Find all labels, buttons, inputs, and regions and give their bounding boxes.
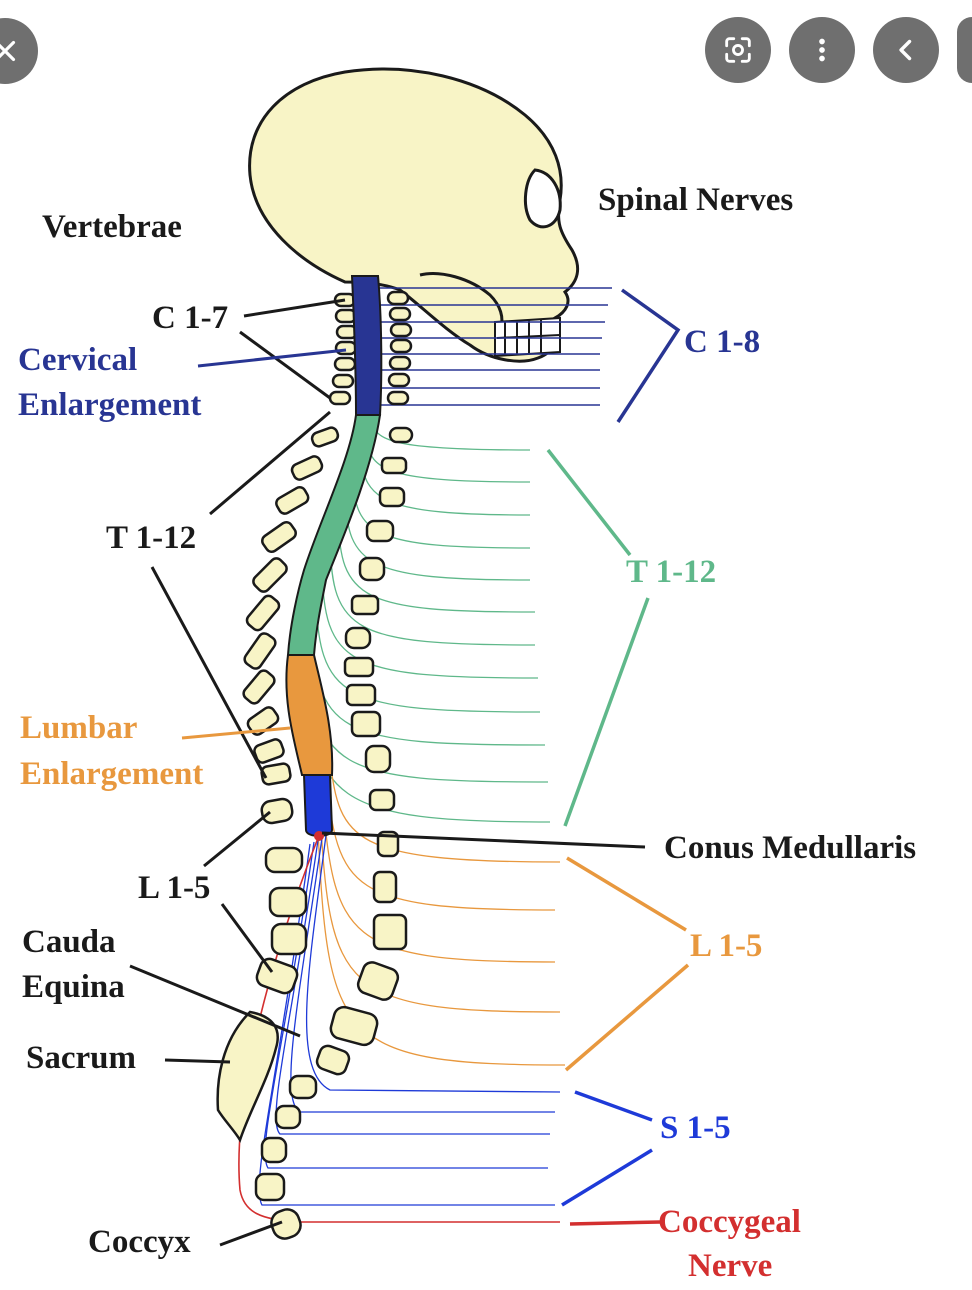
coccyx-bone <box>270 1208 302 1240</box>
chevron-left-icon <box>899 39 912 61</box>
coccygeal-nerve-line1: Coccygeal <box>658 1204 801 1240</box>
cord-cervical <box>350 275 383 416</box>
conus-medullaris-label: Conus Medullaris <box>664 830 917 866</box>
lens-icon <box>725 37 751 63</box>
lumbar-enlargement-line2: Enlargement <box>20 756 204 792</box>
sacrum <box>216 1010 279 1143</box>
lumbar-enlargement-line1: Lumbar <box>20 710 138 746</box>
t112-right-label: T 1-12 <box>626 554 717 590</box>
cervical-enlargement-line1: Cervical <box>18 342 138 378</box>
coccyx-label: Coccyx <box>88 1224 191 1260</box>
vertebrae-column <box>216 290 414 1240</box>
sacrum-label: Sacrum <box>26 1040 136 1076</box>
c18-label: C 1-8 <box>684 324 761 360</box>
cauda-equina-line2: Equina <box>22 969 125 1005</box>
spinal-nerves-heading: Spinal Nerves <box>598 182 794 218</box>
cord-lumbar <box>285 654 334 776</box>
right-brackets <box>546 288 690 1226</box>
cauda-equina-line1: Cauda <box>22 924 116 960</box>
vertebrae-heading: Vertebrae <box>42 209 182 245</box>
l15-left-label: L 1-5 <box>138 870 211 906</box>
conus-tip <box>314 831 324 841</box>
skull <box>248 67 580 363</box>
spinal-cord <box>285 275 383 841</box>
t112-left-label: T 1-12 <box>106 520 197 556</box>
left-pointers <box>129 298 646 1247</box>
coccygeal-nerve-line2: Nerve <box>688 1248 773 1284</box>
cervical-enlargement-line2: Enlargement <box>18 387 202 423</box>
cord-conus <box>302 774 334 837</box>
close-icon <box>0 40 16 62</box>
lens-button[interactable] <box>705 17 771 83</box>
s15-label: S 1-5 <box>660 1110 731 1146</box>
edge-button[interactable] <box>957 17 972 83</box>
more-vert-icon <box>819 38 825 62</box>
cervical-nerves <box>378 287 612 406</box>
c17-label: C 1-7 <box>152 300 229 336</box>
l15-right-label: L 1-5 <box>690 928 763 964</box>
back-button[interactable] <box>873 17 939 83</box>
more-options-button[interactable] <box>789 17 855 83</box>
